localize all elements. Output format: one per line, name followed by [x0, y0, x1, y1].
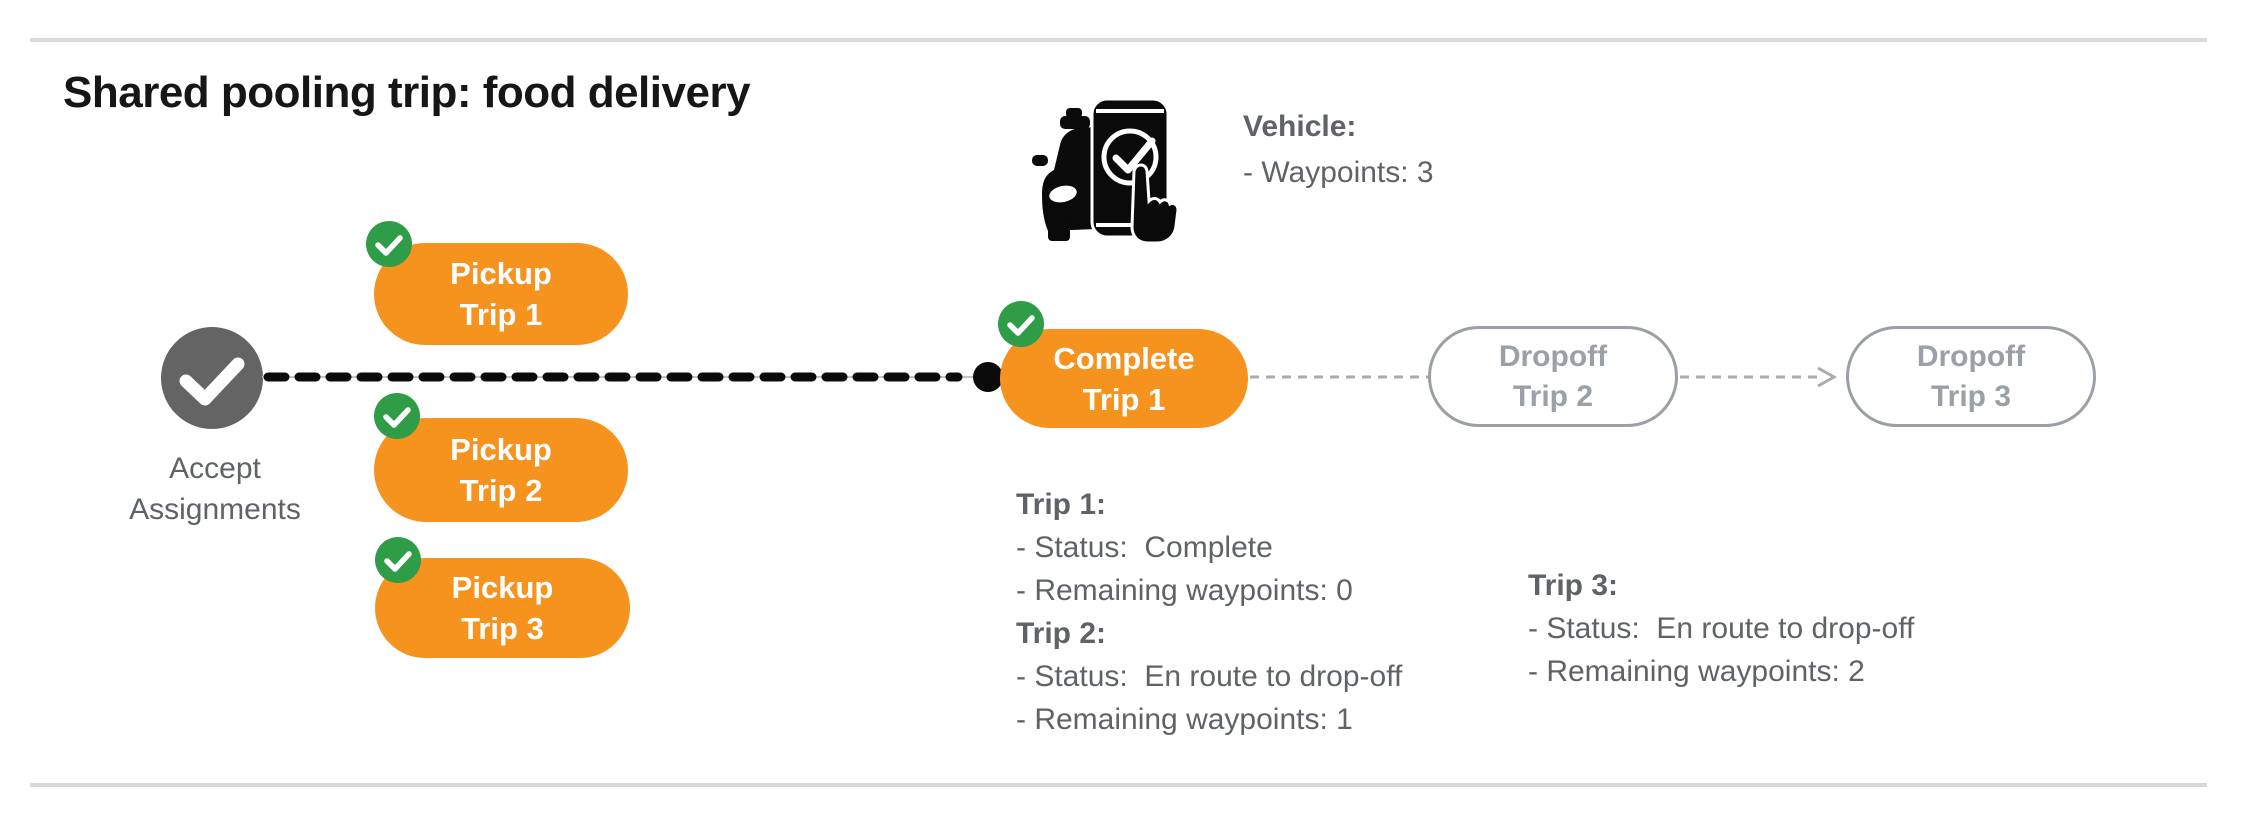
trip-1-waypoints: - Remaining waypoints: 0 [1016, 574, 1353, 607]
vehicle-heading: Vehicle: [1243, 110, 1357, 143]
arrowhead-icon [1817, 366, 1838, 388]
complete-trip-1-node: Complete Trip 1 [1000, 329, 1248, 428]
pickup-trip-2-check-icon [374, 393, 420, 439]
vehicle-waypoints: - Waypoints: 3 [1243, 156, 1434, 189]
complete-trip-1-check-icon [998, 301, 1044, 347]
pickup-trip-1-node: Pickup Trip 1 [374, 243, 628, 345]
connector-dropoff2-to-dropoff3-arrow [1680, 366, 1838, 388]
trip-2-status: - Status: En route to drop-off [1016, 660, 1403, 693]
trip-2-heading: Trip 2: [1016, 617, 1107, 650]
pickup-trip-2-node: Pickup Trip 2 [374, 418, 628, 522]
trip-3-waypoints: - Remaining waypoints: 2 [1528, 655, 1865, 688]
pickup-trip-3-node: Pickup Trip 3 [375, 558, 630, 658]
trip-3-status: - Status: En route to drop-off [1528, 612, 1915, 645]
connector-complete-to-dropoff2 [1250, 375, 1428, 379]
check-icon [179, 357, 245, 406]
accept-assignments-label: Accept Assignments [129, 452, 301, 526]
dropoff-trip-3-node: Dropoff Trip 3 [1846, 326, 2096, 427]
bottom-divider [30, 783, 2207, 787]
car-phone-check-icon [1032, 97, 1178, 245]
vehicle-info: Vehicle: - Waypoints: 3 [1243, 104, 1434, 196]
trip-2-waypoints: - Remaining waypoints: 1 [1016, 703, 1353, 736]
current-position-dot [973, 362, 1003, 392]
dropoff-trip-2-node: Dropoff Trip 2 [1428, 326, 1678, 427]
top-divider [30, 38, 2207, 42]
trip-3-status-block: Trip 3: - Status: En route to drop-off -… [1528, 564, 1914, 693]
trip-1-status: - Status: Complete [1016, 531, 1273, 564]
trip-1-2-status-block: Trip 1: - Status: Complete - Remaining w… [1016, 483, 1402, 741]
pickup-trip-1-check-icon [366, 221, 412, 267]
route-line-main [262, 362, 1003, 392]
page-title: Shared pooling trip: food delivery [63, 68, 751, 117]
trip-1-heading: Trip 1: [1016, 488, 1107, 521]
accept-assignments-node [161, 327, 263, 429]
trip-3-heading: Trip 3: [1528, 569, 1619, 602]
pickup-trip-3-check-icon [375, 537, 421, 583]
